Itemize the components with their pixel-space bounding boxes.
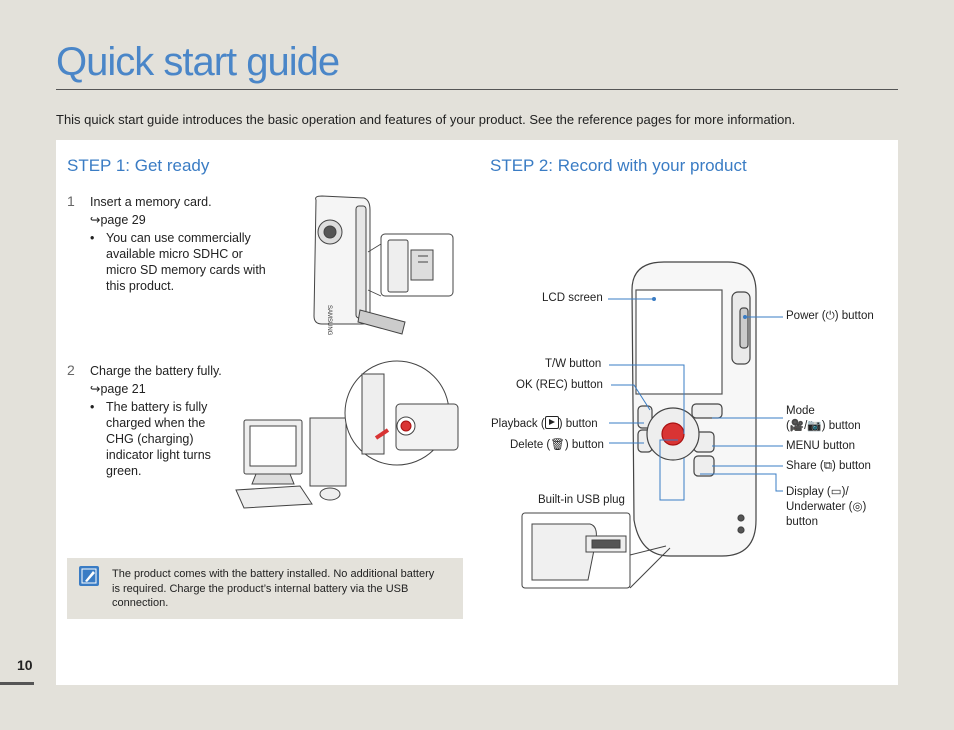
step1-item1-text: Insert a memory card. (90, 195, 212, 209)
note-text: The product comes with the battery insta… (112, 568, 435, 609)
display-underwater-button-label: Display (▭)/ Underwater (◎) button (786, 486, 867, 528)
photo-camera-icon: 📷 (807, 420, 822, 432)
computer-charging-illustration (235, 360, 459, 509)
lcd-screen-label: LCD screen (542, 292, 603, 304)
usb-plug-label: Built-in USB plug (538, 494, 625, 506)
underwater-icon: ◎ (852, 501, 863, 513)
power-icon: ⏻ (825, 310, 835, 322)
usb-plug-inset (521, 512, 671, 589)
step1-title: STEP 1: Get ready (67, 156, 210, 175)
display-icon: ▭ (830, 486, 842, 498)
camera-brand-label: SAMSUNG (326, 305, 332, 336)
delete-button-label: Delete (🗑) button (510, 439, 604, 451)
intro-text: This quick start guide introduces the ba… (56, 112, 796, 127)
video-camera-icon: 🎥 (789, 420, 805, 432)
callout-lines (608, 298, 783, 501)
step1-item2-text: Charge the battery fully. (90, 364, 222, 378)
playback-button-label: Playback () button (491, 416, 598, 430)
callout-dots (652, 297, 747, 319)
power-button-label: Power (⏻) button (786, 310, 874, 322)
step1-item1-number: 1 (67, 193, 75, 209)
mode-button-label: Mode (🎥/📷) button (786, 405, 861, 432)
note-box: The product comes with the battery insta… (67, 558, 463, 619)
step1-item2-number: 2 (67, 362, 75, 378)
page-number-bar (0, 682, 34, 685)
share-button-label: Share (⧉) button (786, 460, 871, 472)
page-ref-arrow-icon: ↪ (90, 382, 101, 396)
delete-trash-icon: 🗑 (550, 439, 565, 451)
note-pencil-icon (79, 566, 99, 586)
step1-item2-bullet: The battery is fully charged when the CH… (90, 399, 211, 479)
page-title: Quick start guide (56, 40, 340, 84)
step1-item1-ref: ↪page 29 (90, 213, 146, 227)
step1-item2-ref: ↪page 21 (90, 382, 146, 396)
tw-button-label: T/W button (545, 358, 602, 370)
menu-button-label: MENU button (786, 440, 856, 452)
page-ref-arrow-icon: ↪ (90, 213, 101, 227)
step2-title: STEP 2: Record with your product (490, 156, 747, 175)
ok-rec-button-label: OK (REC) button (516, 379, 603, 391)
title-divider (56, 89, 898, 90)
share-icon: ⧉ (823, 460, 832, 472)
playback-icon (544, 416, 559, 429)
camera-diagram (631, 261, 757, 557)
step1-item1-bullet: You can use commercially available micro… (90, 230, 266, 294)
page-number: 10 (17, 657, 33, 673)
camera-memory-card-illustration (313, 195, 454, 335)
